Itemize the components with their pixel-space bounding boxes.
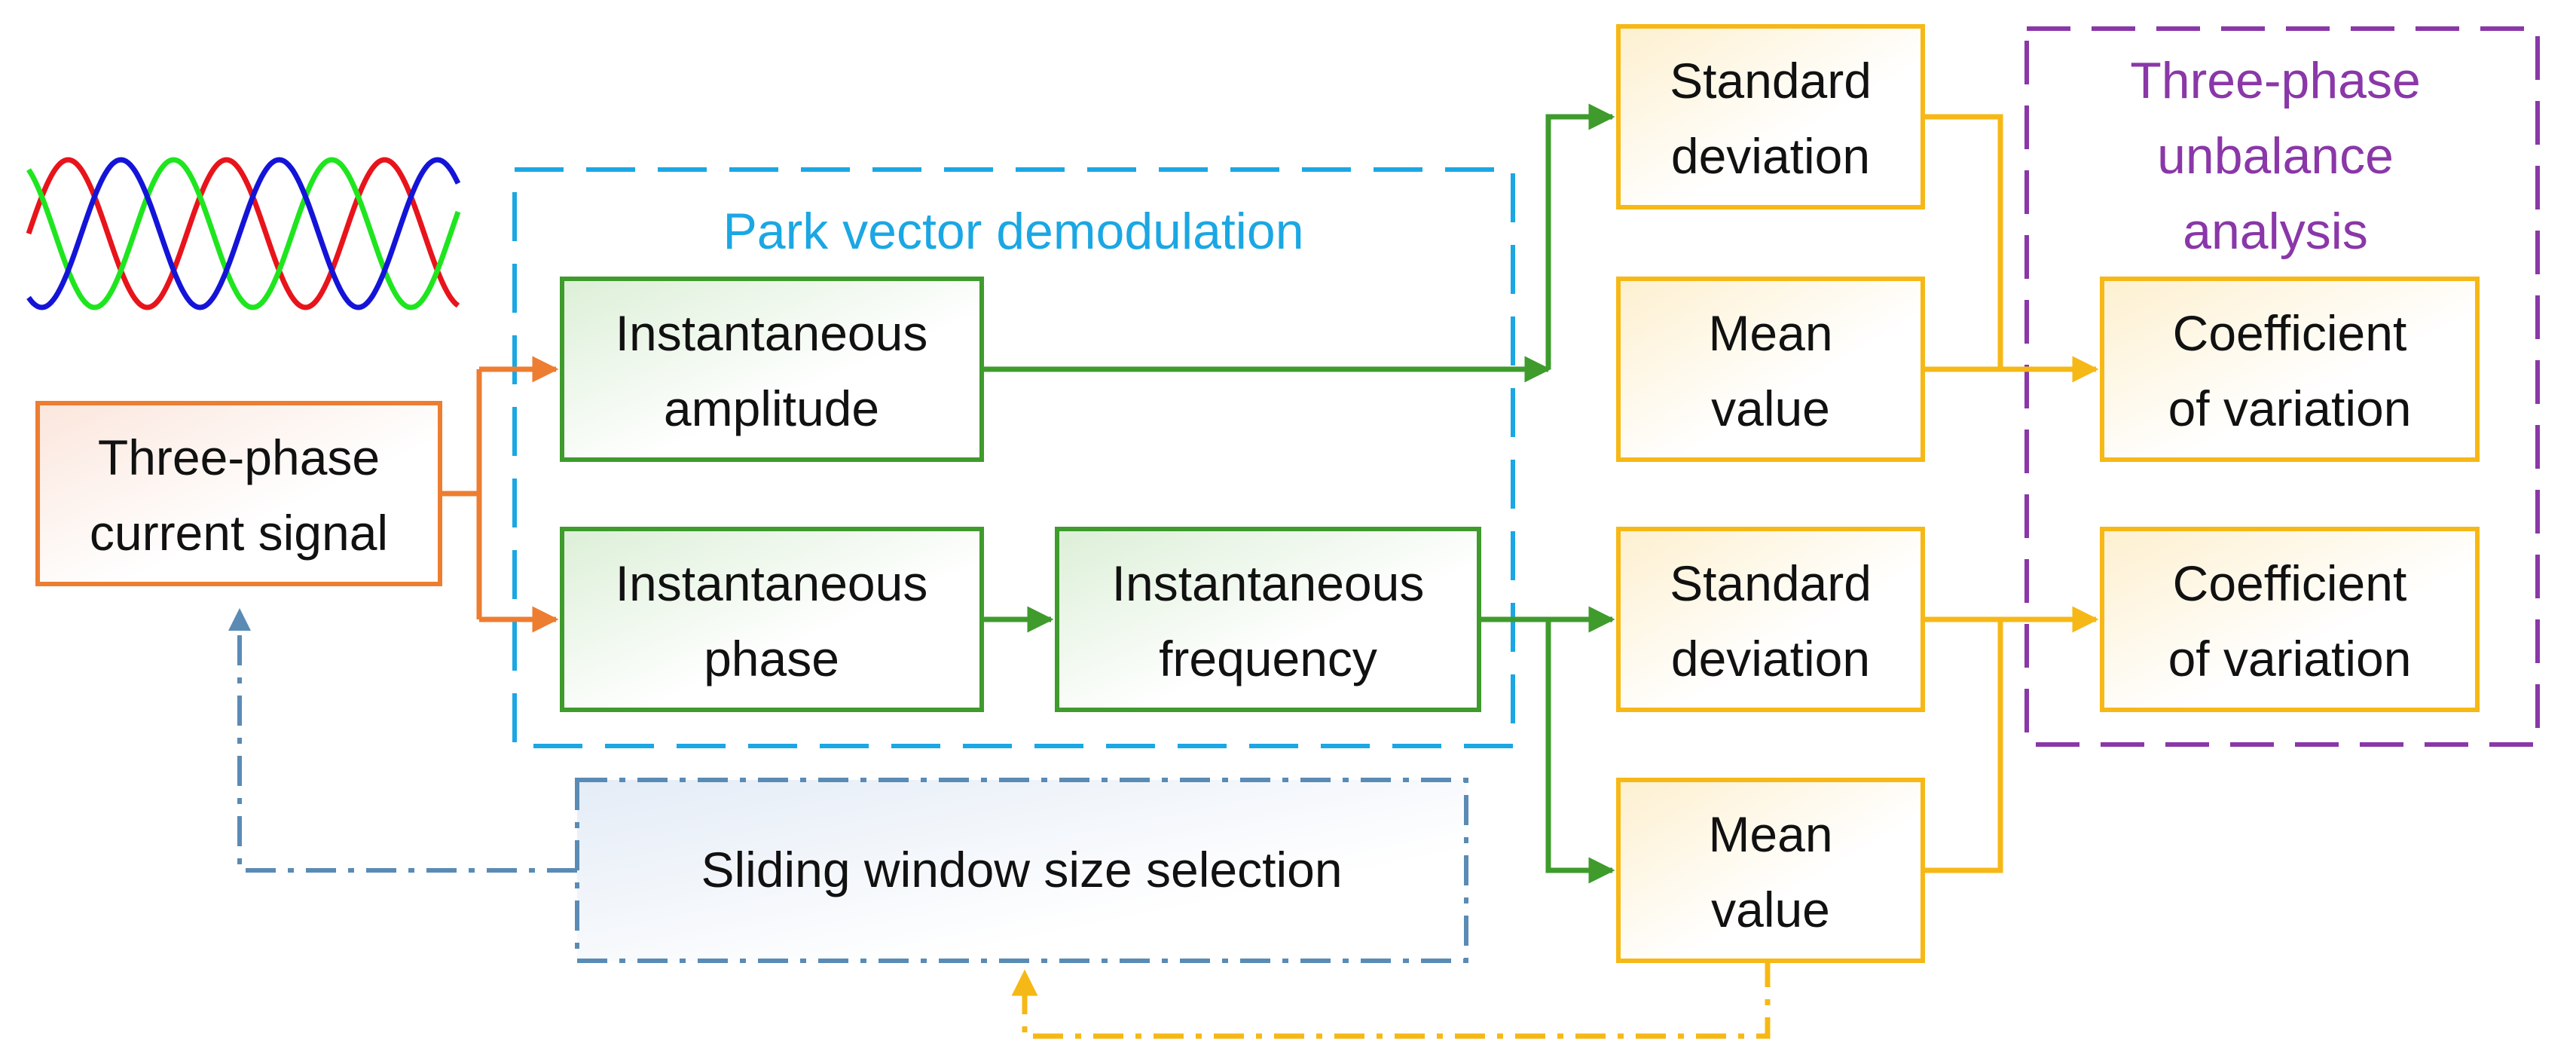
frequency-standard-deviation-box: Standard deviation [1616,527,1925,712]
instantaneous-amplitude-box: Instantaneous amplitude [560,277,984,462]
source-label-line1: Three-phase [98,430,380,485]
phase-label-line2: phase [704,631,839,686]
cv-freq-label-line1: Coefficient [2173,555,2407,611]
three-phase-current-signal-box: Three-phase current signal [35,401,442,586]
amp-mean-label-line1: Mean [1708,305,1832,361]
amp-std-label-line1: Standard [1670,53,1872,109]
green-connectors [982,103,1615,884]
feedback-to-window-arrow [1011,957,1771,1039]
window-label: Sliding window size selection [701,842,1342,897]
amp-std-label-line2: deviation [1671,128,1870,184]
unbalance-analysis-group [2024,26,2540,747]
amplitude-mean-value-box: Mean value [1616,277,1925,462]
amplitude-branch-up [1545,103,1615,369]
freq-mean-label-line2: value [1711,882,1830,937]
phase-label-line1: Instantaneous [616,555,928,611]
window-to-source-feedback-arrow [228,608,577,873]
source-trunk-line [440,369,482,619]
sliding-window-size-selection-box: Sliding window size selection [575,778,1468,963]
frequency-label-line1: Instantaneous [1112,555,1425,611]
freq-mean-label-line1: Mean [1708,806,1832,862]
amplitude-label-line2: amplitude [664,381,879,436]
frequency-coefficient-of-variation-box: Coefficient of variation [2100,527,2480,712]
cv-amp-label-line1: Coefficient [2173,305,2407,361]
yellow-connectors [1011,114,2099,1039]
amplitude-coefficient-of-variation-box: Coefficient of variation [2100,277,2480,462]
unbalance-analysis-label-line1: Three-phase [2130,52,2421,109]
amp-std-to-cv-line [1923,114,2003,369]
freq-mean-to-cv-line [1923,619,2003,873]
phase-c-waveform [26,157,461,310]
frequency-branch-down [1545,619,1615,884]
instantaneous-frequency-box: Instantaneous frequency [1055,527,1481,712]
amplitude-label-line1: Instantaneous [616,305,928,361]
phase-b-waveform [26,157,461,310]
instantaneous-phase-box: Instantaneous phase [560,527,984,712]
amp-mean-label-line2: value [1711,381,1830,436]
park-vector-demodulation-label: Park vector demodulation [723,203,1303,260]
source-label-line2: current signal [90,505,388,561]
source-connectors [440,356,559,633]
freq-std-label-line2: deviation [1671,631,1870,686]
freq-std-label-line1: Standard [1670,555,1872,611]
cv-amp-label-line2: of variation [2168,381,2412,436]
cv-freq-label-line2: of variation [2168,631,2412,686]
amplitude-standard-deviation-box: Standard deviation [1616,24,1925,209]
unbalance-analysis-label-line3: analysis [2183,203,2368,260]
three-phase-waveform-icon [26,157,461,310]
frequency-mean-value-box: Mean value [1616,778,1925,963]
unbalance-analysis-label-line2: unbalance [2157,127,2394,185]
phase-a-waveform [26,157,460,310]
frequency-label-line2: frequency [1159,631,1377,686]
